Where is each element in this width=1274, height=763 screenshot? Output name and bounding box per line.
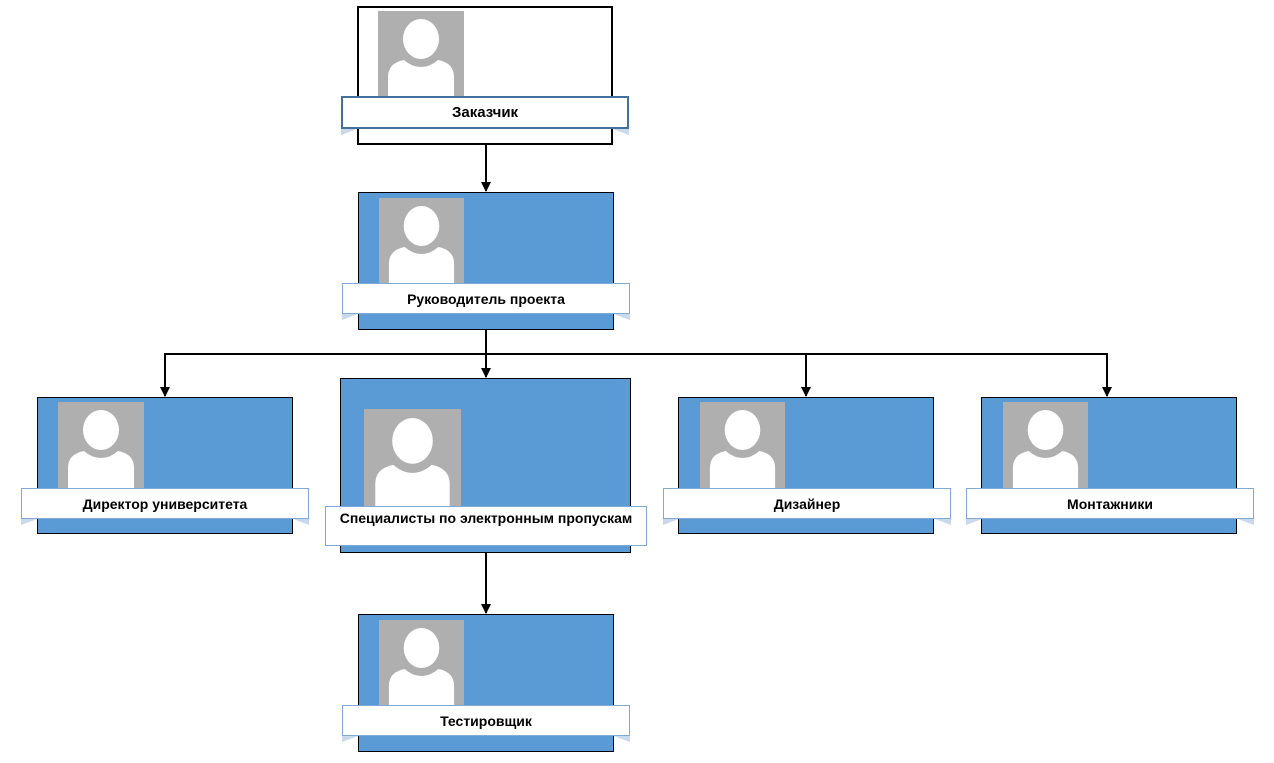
person-placeholder-icon — [379, 198, 464, 284]
label-shadow — [341, 129, 629, 135]
label-shadow — [342, 736, 630, 742]
person-placeholder-icon — [378, 11, 464, 97]
node-label: Дизайнер — [663, 488, 951, 519]
connector-project-manager-to-university-director — [160, 330, 487, 397]
person-placeholder-icon — [379, 620, 464, 706]
node-label: Тестировщик — [342, 705, 630, 736]
person-placeholder-icon — [1003, 402, 1088, 488]
label-shadow — [663, 519, 951, 525]
node-label: Специалисты по электронным пропускам — [325, 506, 647, 546]
node-label: Монтажники — [966, 488, 1254, 519]
connector-project-manager-to-installers — [806, 353, 1112, 397]
label-shadow — [342, 314, 630, 320]
node-label: Директор университета — [21, 488, 309, 519]
person-placeholder-icon — [364, 409, 461, 507]
node-label: Руководитель проекта — [342, 283, 630, 314]
label-shadow — [21, 519, 309, 525]
person-placeholder-icon — [700, 402, 785, 488]
node-label: Заказчик — [341, 96, 629, 129]
label-shadow — [966, 519, 1254, 525]
person-placeholder-icon — [58, 402, 144, 488]
